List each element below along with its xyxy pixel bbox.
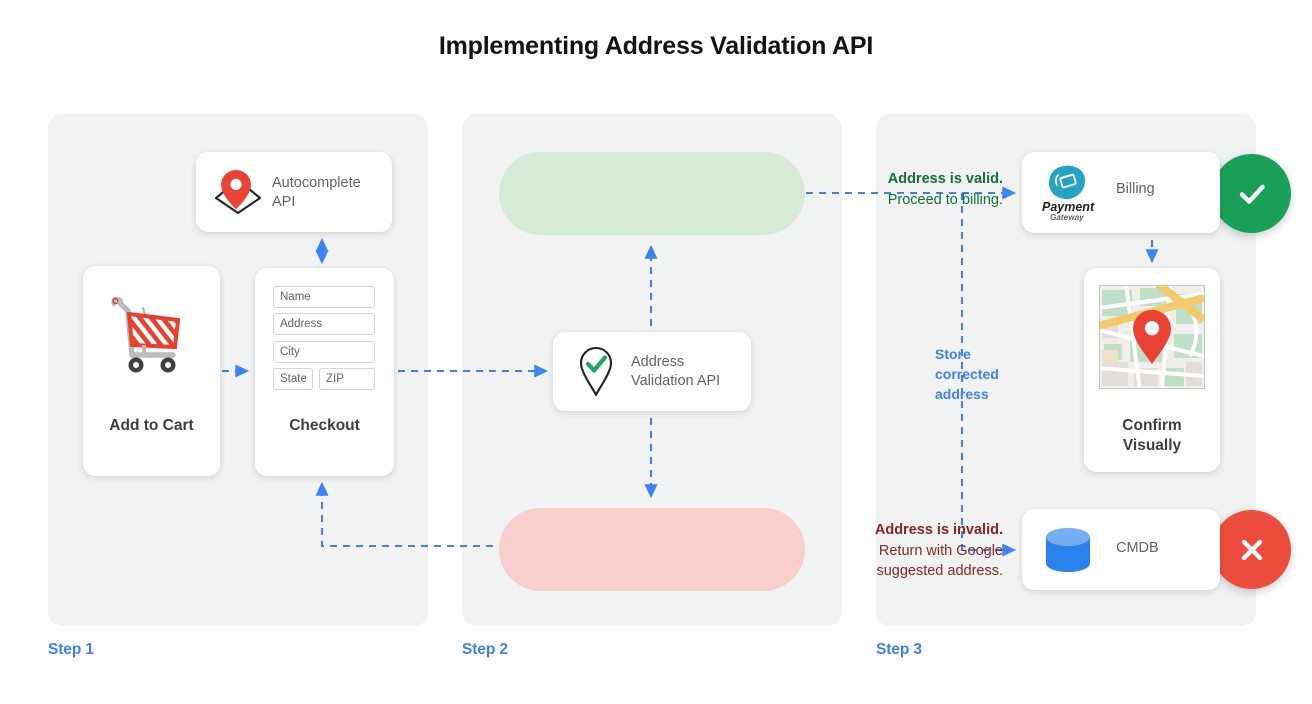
card-autocomplete-api[interactable]: Autocomplete API bbox=[196, 152, 392, 232]
card-address-validation-api[interactable]: Address Validation API bbox=[553, 332, 751, 411]
card-checkout[interactable]: Name Address City State ZIP Checkout bbox=[255, 268, 394, 476]
confirm-line1: Confirm bbox=[1122, 417, 1182, 434]
store-corrected-address-note: Store corrected address bbox=[935, 345, 1031, 405]
invalid-line-1: Address is invalid. bbox=[874, 522, 1003, 538]
confirm-line2: Visually bbox=[1122, 436, 1182, 454]
billing-label: Billing bbox=[1116, 181, 1155, 197]
invalid-line-3: suggested address. bbox=[876, 563, 1003, 580]
invalid-pill-text: Address is invalid. Return with Google s… bbox=[517, 520, 1003, 582]
valid-line-1: Address is valid. bbox=[887, 171, 1003, 187]
validation-api-line1: Address bbox=[631, 354, 685, 370]
map-pin-diamond-icon bbox=[210, 168, 266, 216]
checkout-field-address[interactable]: Address bbox=[273, 313, 375, 335]
checkout-field-name[interactable]: Name bbox=[273, 286, 375, 308]
card-billing[interactable]: Payment Gateway Billing bbox=[1022, 152, 1220, 233]
close-x-icon bbox=[1212, 510, 1291, 589]
autocomplete-line1: Autocomplete bbox=[272, 175, 361, 191]
card-cmdb[interactable]: CMDB bbox=[1022, 509, 1220, 590]
checkout-label: Checkout bbox=[289, 417, 360, 434]
card-confirm-visually[interactable]: Confirm Visually bbox=[1084, 268, 1220, 472]
add-to-cart-label: Add to Cart bbox=[109, 417, 194, 434]
map-thumbnail-icon bbox=[1099, 285, 1205, 389]
payment-gateway-logo: Payment Gateway bbox=[1038, 164, 1110, 222]
checkout-field-state[interactable]: State bbox=[273, 368, 313, 390]
status-pill-invalid: Address is invalid. Return with Google s… bbox=[499, 508, 1291, 591]
step-label-1: Step 1 bbox=[48, 641, 94, 658]
invalid-line-2: Return with Google bbox=[878, 542, 1003, 559]
svg-text:Payment: Payment bbox=[1042, 200, 1095, 214]
store-note-line2: corrected bbox=[935, 365, 999, 382]
cmdb-label: CMDB bbox=[1116, 540, 1159, 556]
step-label-3: Step 3 bbox=[876, 641, 922, 658]
status-pill-valid: Address is valid. Proceed to billing. bbox=[499, 152, 1291, 235]
validation-api-line2: Validation API bbox=[631, 372, 721, 389]
valid-line-2: Proceed to billing. bbox=[887, 191, 1003, 208]
store-note-line3: address bbox=[935, 385, 989, 402]
autocomplete-api-label: Autocomplete API bbox=[272, 174, 384, 211]
confirm-visually-label: Confirm Visually bbox=[1084, 416, 1220, 455]
database-cylinder-icon bbox=[1040, 525, 1098, 575]
checkout-field-zip[interactable]: ZIP bbox=[319, 368, 375, 390]
page-title: Implementing Address Validation API bbox=[438, 32, 874, 60]
store-note-line1: Store bbox=[935, 346, 971, 362]
svg-text:Gateway: Gateway bbox=[1050, 213, 1084, 222]
validation-api-label: Address Validation API bbox=[631, 353, 747, 390]
step-label-2: Step 2 bbox=[462, 641, 508, 658]
card-add-to-cart[interactable]: Add to Cart bbox=[83, 266, 220, 476]
check-icon bbox=[1212, 154, 1291, 233]
pin-check-icon bbox=[569, 345, 623, 399]
shopping-cart-icon bbox=[99, 284, 204, 384]
autocomplete-line2: API bbox=[272, 193, 296, 210]
checkout-field-city[interactable]: City bbox=[273, 341, 375, 363]
valid-pill-text: Address is valid. Proceed to billing. bbox=[517, 169, 1003, 210]
